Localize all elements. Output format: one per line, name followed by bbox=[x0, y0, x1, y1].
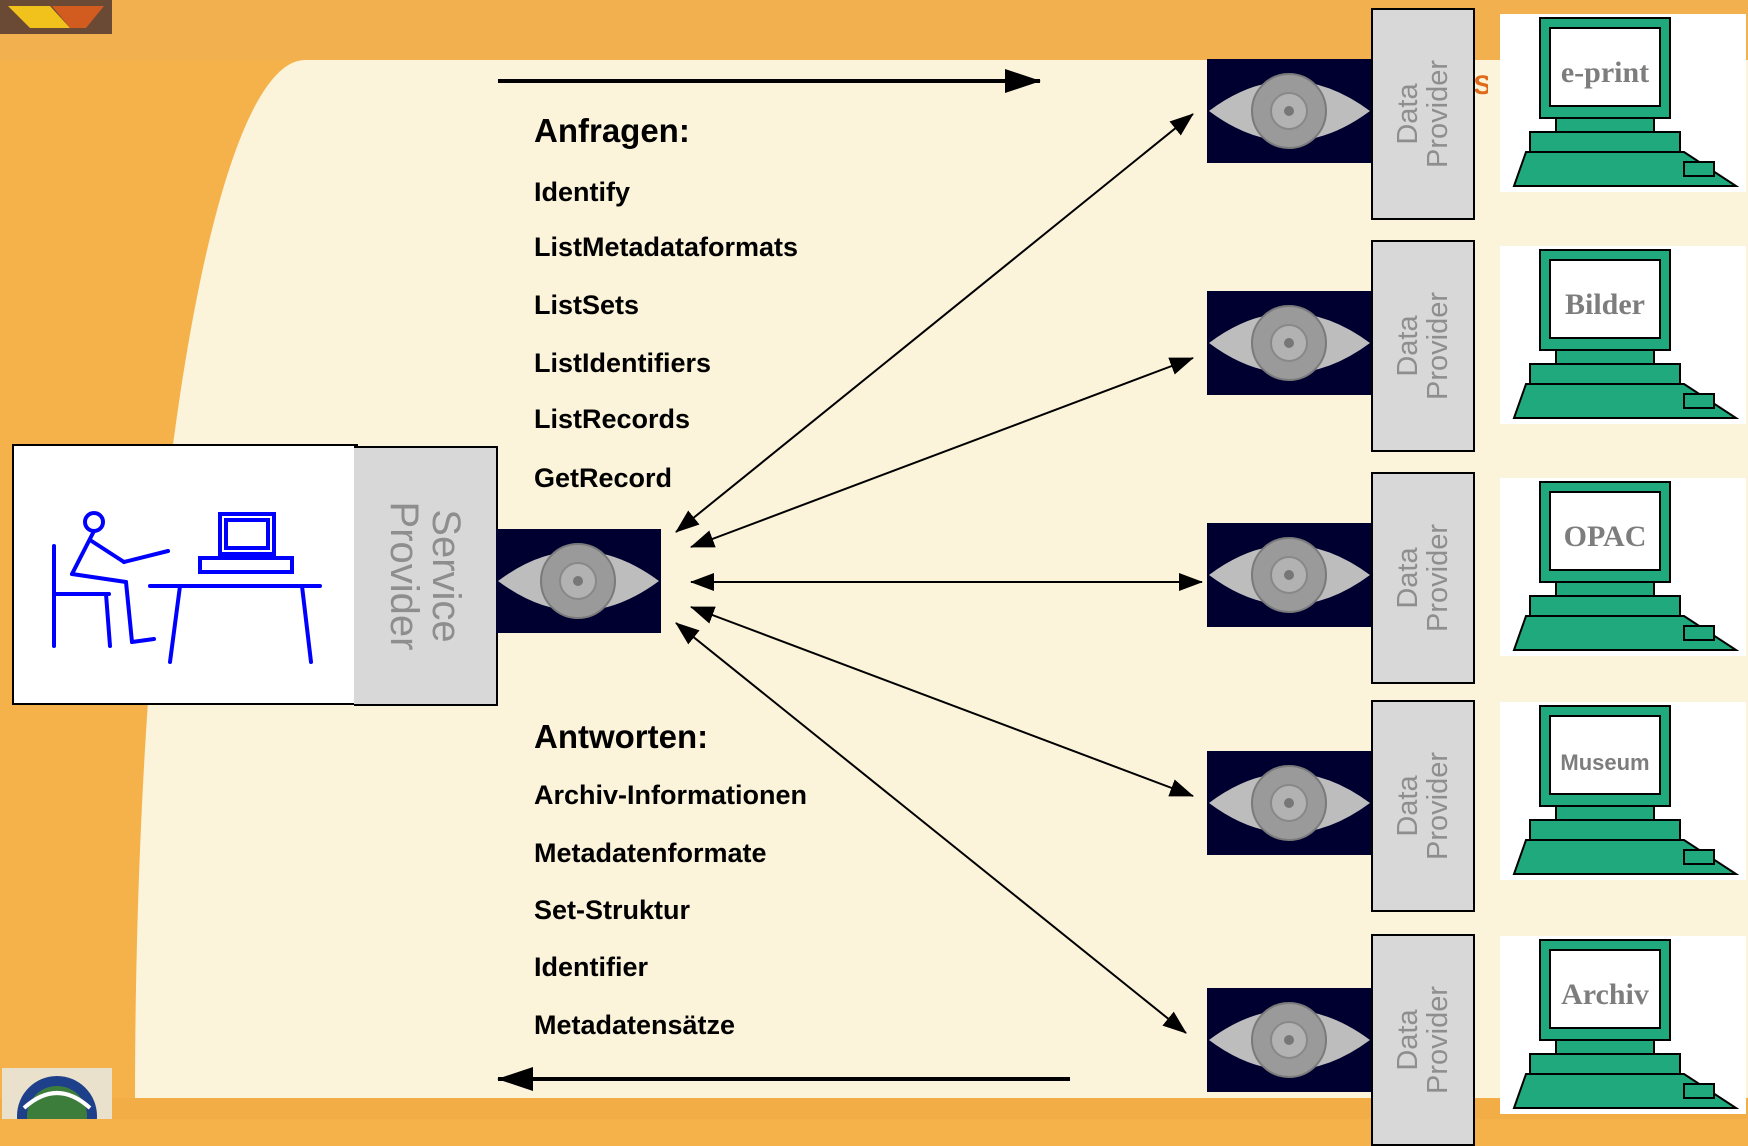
link-arrow-archiv bbox=[676, 623, 1186, 1033]
response-item: Metadatensätze bbox=[534, 1010, 735, 1041]
computer-icon bbox=[1500, 936, 1746, 1114]
data-provider-eye-icon bbox=[1207, 291, 1372, 395]
archive-name: Museum bbox=[1546, 750, 1664, 776]
computer-icon bbox=[1500, 478, 1746, 656]
archive-computer: Museum bbox=[1500, 702, 1746, 880]
archive-name: e-print bbox=[1546, 56, 1664, 90]
data-provider-label: Data Provider bbox=[1393, 702, 1453, 910]
request-item: GetRecord bbox=[534, 463, 672, 494]
response-item: Archiv-Informationen bbox=[534, 780, 807, 811]
data-provider-eye-icon bbox=[1207, 988, 1372, 1092]
response-item: Identifier bbox=[534, 952, 648, 983]
user-at-desk-icon bbox=[14, 446, 356, 703]
data-provider-eye-icon bbox=[1207, 523, 1372, 627]
archive-name: OPAC bbox=[1546, 520, 1664, 554]
data-provider-label-box: Data Provider bbox=[1371, 240, 1475, 452]
response-item: Set-Struktur bbox=[534, 895, 690, 926]
computer-icon bbox=[1500, 14, 1746, 192]
data-provider-eye-icon bbox=[1207, 59, 1372, 163]
data-provider-label: Data Provider bbox=[1393, 474, 1453, 682]
service-provider-user-box bbox=[12, 444, 358, 705]
archive-name: Bilder bbox=[1546, 288, 1664, 322]
responses-heading: Antworten: bbox=[534, 718, 708, 756]
requests-heading: Anfragen: bbox=[534, 112, 690, 150]
data-provider-eye-icon bbox=[1207, 751, 1372, 855]
computer-icon bbox=[1500, 246, 1746, 424]
link-arrow-eprint bbox=[676, 114, 1193, 532]
service-provider-label: Service Provider bbox=[383, 448, 467, 704]
request-item: ListIdentifiers bbox=[534, 348, 711, 379]
request-item: ListSets bbox=[534, 290, 639, 321]
response-item: Metadatenformate bbox=[534, 838, 767, 869]
link-arrow-museum bbox=[691, 607, 1193, 796]
request-item: Identify bbox=[534, 177, 630, 208]
archive-name: Archiv bbox=[1546, 978, 1664, 1012]
archive-computer: Archiv bbox=[1500, 936, 1746, 1114]
data-provider-label: Data Provider bbox=[1393, 936, 1453, 1144]
link-arrow-bilder bbox=[691, 358, 1193, 547]
computer-icon bbox=[1500, 702, 1746, 880]
data-provider-label-box: Data Provider bbox=[1371, 472, 1475, 684]
service-provider-eye-icon bbox=[496, 529, 661, 633]
data-provider-label-box: Data Provider bbox=[1371, 700, 1475, 912]
data-provider-label-box: Data Provider bbox=[1371, 8, 1475, 220]
request-item: ListMetadataformats bbox=[534, 232, 798, 263]
data-provider-label: Data Provider bbox=[1393, 242, 1453, 450]
request-item: ListRecords bbox=[534, 404, 690, 435]
service-provider-label-box: Service Provider bbox=[354, 446, 498, 706]
archive-computer: Bilder bbox=[1500, 246, 1746, 424]
archive-computer: OPAC bbox=[1500, 478, 1746, 656]
archive-computer: e-print bbox=[1500, 14, 1746, 192]
data-provider-label: Data Provider bbox=[1393, 10, 1453, 218]
data-provider-label-box: Data Provider bbox=[1371, 934, 1475, 1146]
